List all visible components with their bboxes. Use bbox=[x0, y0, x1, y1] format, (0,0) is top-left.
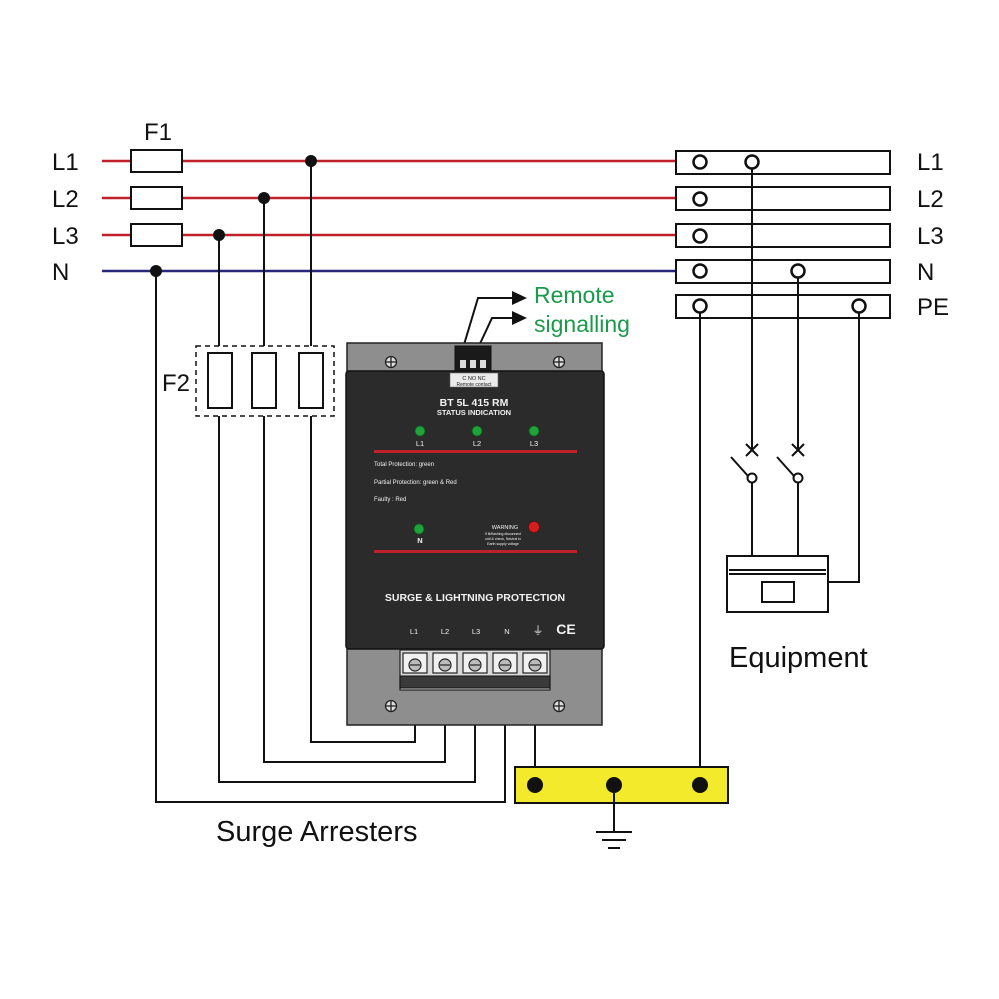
screw-icon bbox=[384, 355, 566, 713]
terminal-label-n: N bbox=[917, 259, 934, 286]
terminal-screws bbox=[692, 154, 867, 314]
remote-contact-label bbox=[449, 372, 499, 388]
ground-symbol-icon bbox=[596, 793, 632, 849]
fuses-f2 bbox=[207, 352, 324, 409]
equipment-wires bbox=[699, 168, 860, 785]
led-l2 bbox=[471, 425, 483, 437]
led-warning bbox=[528, 521, 540, 533]
fuse-f1-l3 bbox=[130, 223, 183, 247]
fuse-label-f1: F1 bbox=[144, 119, 172, 146]
arrow-icon bbox=[462, 297, 514, 349]
divider-bottom bbox=[374, 550, 577, 553]
line-label-l3: L3 bbox=[52, 223, 79, 250]
terminal-label-pe: PE bbox=[917, 294, 949, 321]
earth-bar-screws bbox=[527, 777, 708, 793]
legend-partial: Partial Protection: green & Red bbox=[374, 480, 457, 486]
terminal-label-module-n: N bbox=[504, 627, 509, 636]
fuse-f1-l2 bbox=[130, 186, 183, 210]
line-label-l2: L2 bbox=[52, 186, 79, 213]
caption-equipment: Equipment bbox=[729, 642, 868, 674]
module-model: BT 5L 415 RM bbox=[440, 397, 509, 409]
legend-total: Total Protection: green bbox=[374, 462, 434, 468]
caption-surge-arresters: Surge Arresters bbox=[216, 816, 417, 848]
line-label-l1: L1 bbox=[52, 149, 79, 176]
legend-faulty: Faulty : Red bbox=[374, 497, 406, 503]
terminal-label-l2: L2 bbox=[917, 186, 944, 213]
module-product-title: SURGE & LIGHTNING PROTECTION bbox=[385, 592, 565, 604]
module-body bbox=[345, 370, 605, 650]
remote-connector bbox=[454, 345, 492, 373]
status-leds bbox=[414, 425, 540, 437]
junction-dots bbox=[150, 155, 317, 277]
warning-line-1: If lit/flashing disconnect bbox=[485, 532, 521, 536]
connector-pins bbox=[460, 360, 486, 368]
ce-mark: CE bbox=[556, 621, 575, 637]
led-l3 bbox=[528, 425, 540, 437]
earth-terminal-icon: ⏚ bbox=[533, 624, 544, 637]
warning-line-2: unit & check, Neutral to bbox=[485, 537, 521, 541]
divider-top bbox=[374, 450, 577, 453]
remote-contact-contacts: C NO NC bbox=[462, 376, 485, 382]
module-terminal-block bbox=[399, 649, 551, 691]
terminal-blocks bbox=[675, 150, 891, 319]
terminal-label-module-l3: L3 bbox=[472, 627, 480, 636]
led-l1 bbox=[414, 425, 426, 437]
led-label-l1: L1 bbox=[416, 439, 424, 448]
led-label-l3: L3 bbox=[530, 439, 538, 448]
led-label-l2: L2 bbox=[473, 439, 481, 448]
terminal-label-l3: L3 bbox=[917, 223, 944, 250]
supply-wires bbox=[102, 159, 696, 273]
terminal-label-l1: L1 bbox=[917, 149, 944, 176]
remote-signalling-line1: Remote bbox=[534, 282, 615, 308]
led-n bbox=[413, 523, 425, 535]
remote-signalling-line2: signalling bbox=[534, 311, 630, 337]
warning-title: WARNING bbox=[492, 525, 518, 531]
line-label-n: N bbox=[52, 259, 69, 286]
fuse-f1-l1 bbox=[130, 149, 183, 173]
module-status-title: STATUS INDICATION bbox=[437, 408, 511, 417]
fuse-label-f2: F2 bbox=[162, 370, 190, 397]
fuses-f1 bbox=[130, 149, 183, 247]
remote-contact-caption: Remote contact bbox=[456, 382, 492, 388]
switch-icon bbox=[730, 443, 805, 484]
terminal-label-module-l1: L1 bbox=[410, 627, 418, 636]
terminal-label-module-l2: L2 bbox=[441, 627, 449, 636]
equipment-box bbox=[726, 555, 829, 613]
warning-line-3: Earth supply voltage bbox=[487, 542, 519, 546]
surge-arrester-module: C NO NC Remote contact BT 5L 415 RM STAT… bbox=[345, 342, 605, 726]
arrow-heads bbox=[512, 291, 527, 325]
led-label-n: N bbox=[417, 536, 422, 545]
